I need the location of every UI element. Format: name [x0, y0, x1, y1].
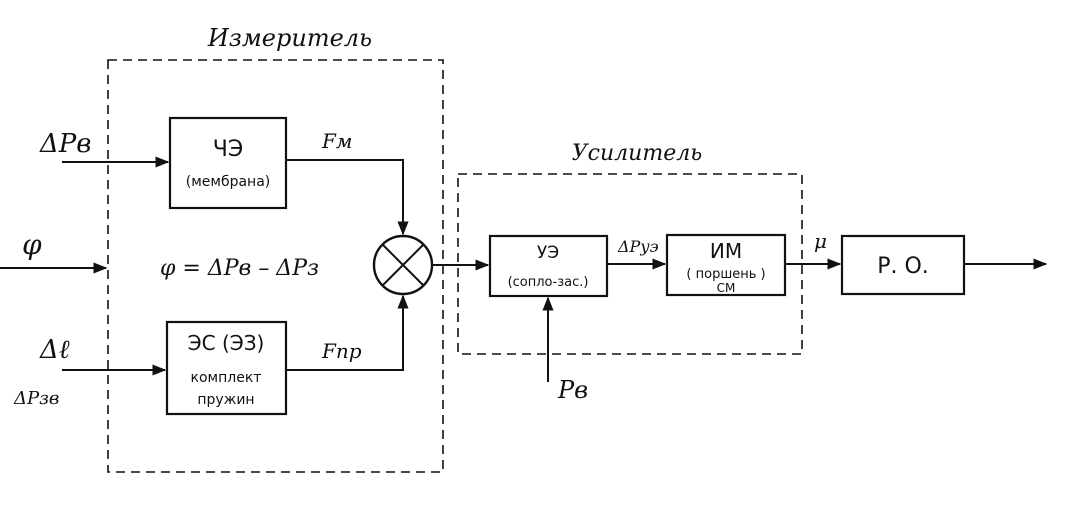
spring-force-path	[286, 294, 409, 371]
measurer-group-title: Измеритель	[207, 24, 372, 52]
amplifying-element-title: УЭ	[537, 243, 559, 263]
spring-force-label: Fпр	[321, 339, 362, 363]
supply-pressure-label: Pв	[557, 376, 588, 404]
actuator-subtitle: ( поршень )	[686, 267, 765, 282]
delta-l-label: Δℓ	[39, 335, 70, 365]
actuator-title: ИМ	[710, 239, 742, 263]
setpoint-element-title: ЭС (ЭЗ)	[188, 331, 265, 355]
setpoint-element-line3: пружин	[197, 392, 254, 408]
input-pressure-label: ΔPв	[39, 129, 91, 159]
membrane-force-path	[286, 159, 409, 236]
setpoint-pressure-label: ΔPзв	[13, 388, 59, 409]
amplifier-output-label: ΔPуэ	[617, 237, 659, 256]
amplifier-group-frame	[457, 173, 803, 355]
sensing-element-title: ЧЭ	[213, 137, 243, 162]
amplifying-element-block	[488, 234, 609, 298]
actuator-block	[665, 233, 787, 297]
amplifying-element-subtitle: (сопло-зас.)	[508, 275, 589, 290]
setpoint-element-line2: комплект	[191, 370, 262, 386]
sensing-element-block	[168, 116, 288, 210]
phi-equation: φ = ΔPв – ΔPз	[160, 256, 319, 281]
mu-label: μ	[814, 229, 827, 253]
phi-label: φ	[22, 228, 42, 261]
actuator-line3: СМ	[717, 281, 736, 295]
regulating-organ-label: Р. О.	[877, 254, 929, 279]
sensing-element-subtitle: (мембрана)	[186, 174, 271, 190]
membrane-force-label: Fм	[321, 129, 352, 153]
amplifier-group-title: Усилитель	[572, 141, 702, 166]
comparator-cross-b	[382, 244, 424, 286]
setpoint-element-block	[165, 320, 288, 416]
